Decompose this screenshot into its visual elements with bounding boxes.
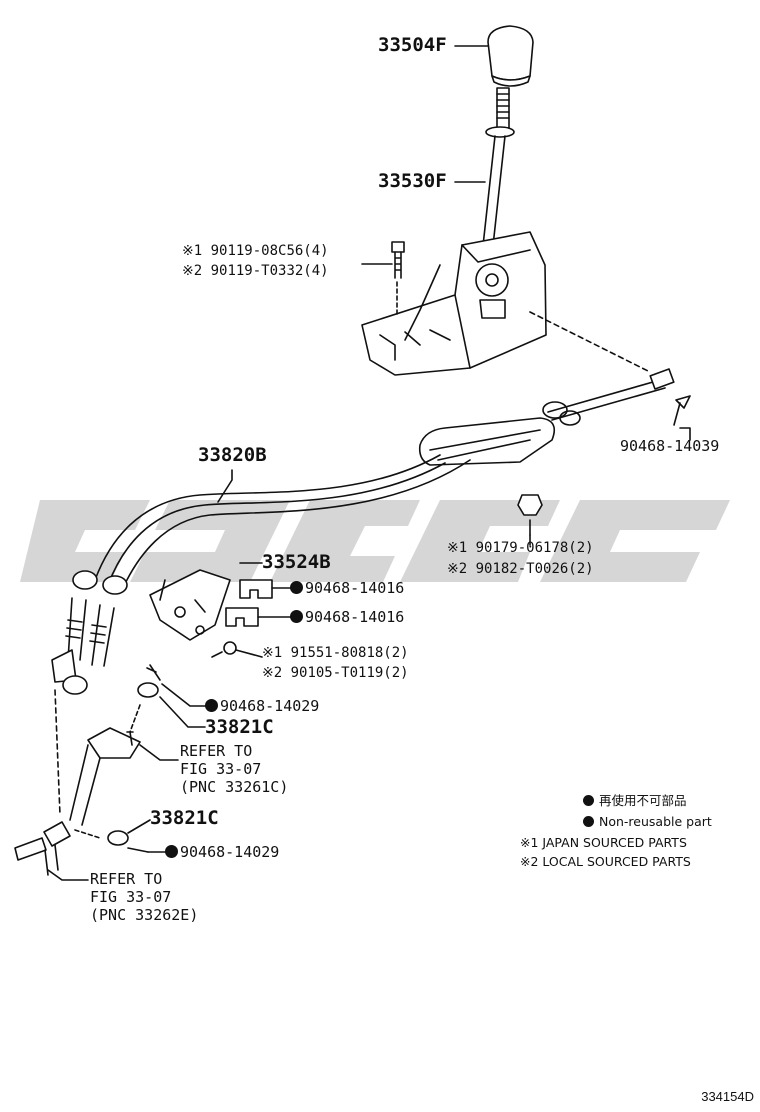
part-label-clip-a[interactable]: 90468-14016 [290, 579, 404, 597]
legend-nonreusable-jp: 再使用不可部品 [583, 793, 687, 809]
legend-local-sourced: ※2 LOCAL SOURCED PARTS [520, 854, 691, 869]
nonreusable-dot-icon [583, 816, 594, 827]
part-label-lever[interactable]: 33530F [378, 170, 447, 192]
nonreusable-dot-icon [290, 610, 303, 623]
nonreusable-dot-icon [290, 581, 303, 594]
shift-cable [94, 454, 441, 581]
cable-bracket-plate [418, 417, 556, 466]
legend-nonreusable-en: Non-reusable part [583, 814, 712, 830]
part-label-clip-b[interactable]: 90468-14016 [290, 608, 404, 626]
nonreusable-dot-icon [205, 699, 218, 712]
cable-bracket [149, 569, 231, 641]
part-label-pin-top[interactable]: 90468-14039 [620, 437, 720, 455]
part-label-bolt-japan[interactable]: ※1 90119-08C56(4) [182, 243, 329, 259]
part-label-washer-low[interactable]: 33821C [150, 807, 219, 829]
part-label-nut-japan[interactable]: ※1 90179-06178(2) [447, 540, 594, 556]
shift-knob [487, 25, 534, 81]
nonreusable-dot-icon [583, 795, 594, 806]
part-label-washer-mid[interactable]: 33821C [205, 716, 274, 738]
part-label-screw-local[interactable]: ※2 90105-T0119(2) [262, 665, 409, 681]
legend-japan-sourced: ※1 JAPAN SOURCED PARTS [520, 835, 687, 850]
nonreusable-dot-icon [165, 845, 178, 858]
part-label-bolt-local[interactable]: ※2 90119-T0332(4) [182, 263, 329, 279]
part-label-cable[interactable]: 33820B [198, 444, 267, 466]
shift-housing [361, 231, 547, 376]
part-label-knob[interactable]: 33504F [378, 34, 447, 56]
illustration-number: 334154D [701, 1089, 754, 1104]
brand-watermark-icon [20, 500, 730, 582]
part-label-pin-mid[interactable]: 90468-14029 [205, 697, 319, 715]
part-label-nut-local[interactable]: ※2 90182-T0026(2) [447, 561, 594, 577]
part-label-screw-japan[interactable]: ※1 91551-80818(2) [262, 645, 409, 661]
part-label-pin-low[interactable]: 90468-14029 [165, 843, 279, 861]
reference-upper[interactable]: REFER TO FIG 33-07 (PNC 33261C) [180, 742, 289, 796]
part-label-bracket[interactable]: 33524B [262, 551, 331, 573]
reference-lower[interactable]: REFER TO FIG 33-07 (PNC 33262E) [90, 870, 199, 924]
